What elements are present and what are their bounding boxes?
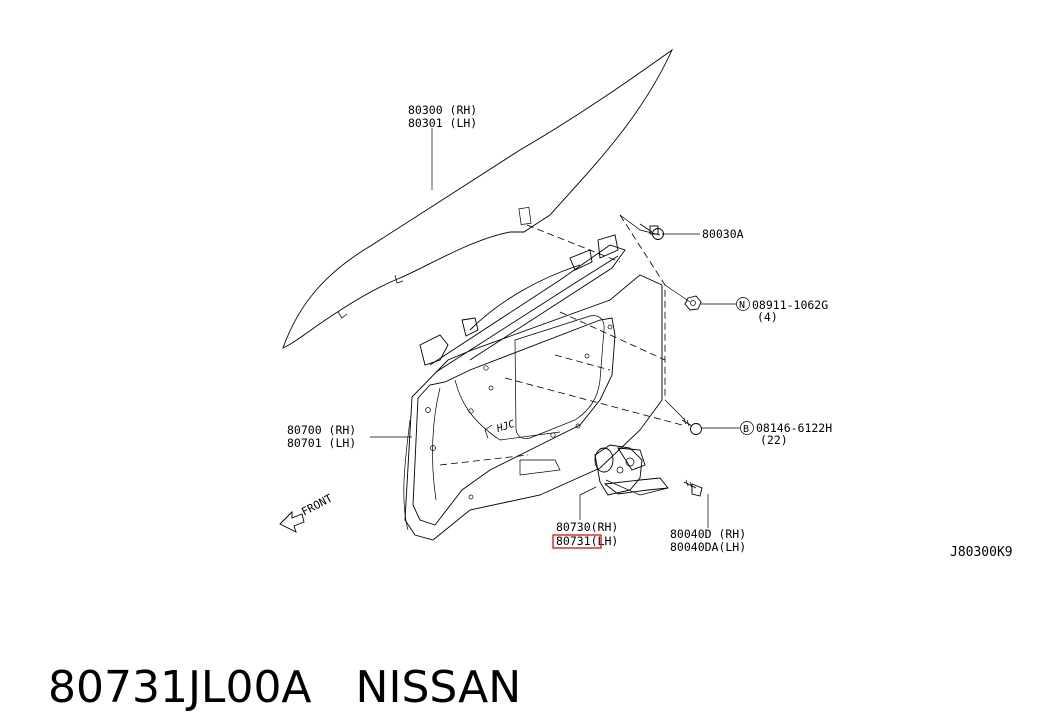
leader-lines bbox=[370, 128, 740, 528]
callout-bolt-line2: (22) bbox=[760, 433, 788, 447]
bracket-bolt-icon bbox=[683, 479, 703, 497]
callout-nut: N 08911-1062G (4) bbox=[736, 297, 828, 324]
clip-icon bbox=[639, 223, 664, 240]
bolt-badge-circle bbox=[740, 421, 754, 435]
callout-glass-line1: 80300 (RH) bbox=[408, 103, 477, 117]
callout-motor-line1: 80730(RH) bbox=[556, 520, 618, 534]
nut-badge-circle bbox=[736, 297, 750, 311]
bolt-icon bbox=[681, 417, 702, 435]
callout-bolt-line1: 08146-6122H bbox=[756, 421, 832, 435]
svg-text:HJC: HJC bbox=[495, 419, 517, 435]
callout-motor: 80730(RH) 80731(LH) bbox=[552, 520, 618, 549]
guide-lines bbox=[439, 214, 691, 466]
highlighted-part-box bbox=[552, 534, 602, 549]
window-motor bbox=[594, 444, 669, 496]
callout-clip: 80030A bbox=[702, 227, 744, 241]
regulator-panel: HJC bbox=[403, 234, 663, 541]
callout-bracket-line2: 80040DA(LH) bbox=[670, 540, 746, 554]
part-number: 80731JL00A bbox=[47, 662, 312, 713]
callout-bracket-line1: 80040D (RH) bbox=[670, 527, 746, 541]
callout-motor-line2: 80731(LH) bbox=[556, 534, 618, 548]
callout-regulator-line1: 80700 (RH) bbox=[287, 423, 356, 437]
front-arrow-icon bbox=[279, 510, 305, 533]
brand-name: NISSAN bbox=[355, 662, 522, 713]
callout-regulator: 80700 (RH) 80701 (LH) bbox=[287, 423, 356, 450]
door-glass bbox=[282, 48, 674, 349]
parts-diagram: HJC bbox=[279, 48, 1013, 560]
nut-badge-letter: N bbox=[739, 300, 745, 311]
callout-nut-line1: 08911-1062G bbox=[752, 298, 828, 312]
part-caption: 80731JL00A NISSAN bbox=[20, 598, 521, 713]
front-label: FRONT bbox=[299, 491, 335, 518]
callout-nut-line2: (4) bbox=[757, 310, 778, 324]
callout-bracket: 80040D (RH) 80040DA(LH) bbox=[670, 527, 746, 554]
callout-clip-line1: 80030A bbox=[702, 227, 744, 241]
nut-icon bbox=[684, 295, 702, 311]
callout-bolt: B 08146-6122H (22) bbox=[740, 421, 832, 447]
figure-code: J80300K9 bbox=[950, 545, 1013, 560]
callout-glass: 80300 (RH) 80301 (LH) bbox=[408, 103, 477, 130]
bolt-badge-letter: B bbox=[743, 424, 749, 435]
callout-regulator-line2: 80701 (LH) bbox=[287, 436, 356, 450]
callout-glass-line2: 80301 (LH) bbox=[408, 116, 477, 130]
front-direction-indicator: FRONT bbox=[279, 491, 335, 533]
